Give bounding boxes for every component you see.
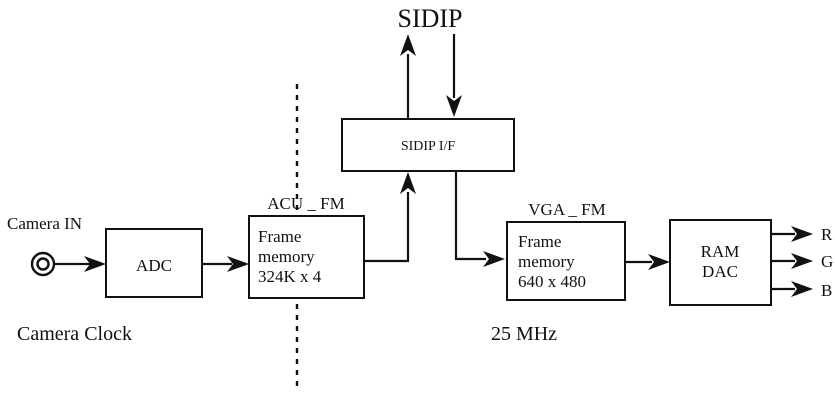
ramdac-line1: RAM bbox=[701, 242, 740, 261]
adc-label: ADC bbox=[136, 256, 172, 275]
arrow-out-b bbox=[791, 281, 813, 297]
wire-sidipif-vgafm bbox=[454, 171, 486, 261]
arrow-adc-acufm bbox=[227, 256, 249, 272]
acu-fm-line2: memory bbox=[258, 247, 315, 266]
ramdac-block bbox=[669, 219, 772, 306]
camera-input-connector-icon bbox=[30, 251, 56, 277]
acu-fm-caption: ACU _ FM bbox=[267, 194, 344, 213]
sidip-if-label: SIDIP I/F bbox=[401, 139, 456, 154]
output-r-label: R bbox=[821, 225, 833, 244]
sidip-if-block bbox=[341, 118, 515, 172]
sidip-title: SIDIP bbox=[397, 4, 462, 33]
arrow-out-g bbox=[791, 253, 813, 269]
acu-fm-line1: Frame bbox=[258, 227, 301, 246]
vga-fm-block bbox=[506, 221, 626, 301]
output-b-label: B bbox=[821, 281, 832, 300]
vga-fm-line3: 640 x 480 bbox=[518, 272, 586, 291]
camera-clock-label: Camera Clock bbox=[17, 323, 132, 345]
arrow-sidipif-out bbox=[400, 34, 416, 56]
arrow-camera-adc bbox=[84, 256, 106, 272]
arrow-sidip-in bbox=[446, 95, 462, 117]
vga-fm-line2: memory bbox=[518, 252, 575, 271]
vga-fm-caption: VGA _ FM bbox=[528, 200, 605, 219]
vga-fm-line1: Frame bbox=[518, 232, 561, 251]
wire-acufm-sidipif bbox=[364, 192, 410, 263]
ramdac-line2: DAC bbox=[702, 262, 738, 281]
output-g-label: G bbox=[821, 252, 833, 271]
arrow-vgafm-ramdac bbox=[648, 254, 670, 270]
arrow-sidipif-vgafm bbox=[483, 251, 505, 267]
vga-clock-label: 25 MHz bbox=[491, 323, 557, 345]
adc-block bbox=[105, 228, 203, 298]
arrow-out-r bbox=[791, 226, 813, 242]
arrow-acufm-sidipif bbox=[400, 172, 416, 194]
acu-fm-line3: 324K x 4 bbox=[258, 267, 322, 286]
camera-in-label: Camera IN bbox=[7, 214, 82, 233]
acu-fm-block bbox=[248, 215, 365, 299]
